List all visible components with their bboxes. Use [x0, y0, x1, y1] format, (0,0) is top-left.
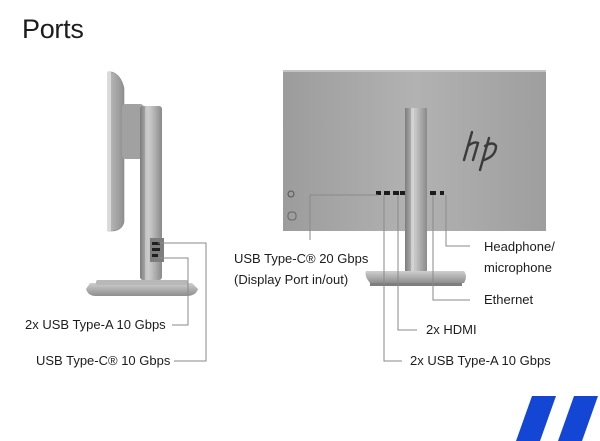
side-usb-a-label: 2x USB Type-A 10 Gbps: [25, 317, 166, 332]
rear-headphone-label-line2: microphone: [484, 260, 552, 275]
rear-view-callouts: [309, 194, 470, 362]
side-view-callouts: [158, 242, 207, 362]
page-title: Ports: [22, 14, 84, 44]
rear-usb-c-label-line1: USB Type-C® 20 Gbps: [234, 251, 369, 266]
rear-usb-a-label: 2x USB Type-A 10 Gbps: [410, 353, 551, 368]
rear-usb-c-label-line2: (Display Port in/out): [234, 272, 349, 287]
rear-view-monitor: [283, 70, 546, 286]
hp-logo-icon: [462, 130, 498, 172]
rear-headphone-label-line1: Headphone/: [484, 239, 555, 254]
brand-slashes-icon: [516, 396, 598, 441]
rear-ethernet-label: Ethernet: [484, 292, 534, 307]
side-usb-c-label: USB Type-C® 10 Gbps: [36, 353, 171, 368]
rear-hdmi-label: 2x HDMI: [426, 322, 477, 337]
side-view-monitor: [86, 71, 198, 296]
